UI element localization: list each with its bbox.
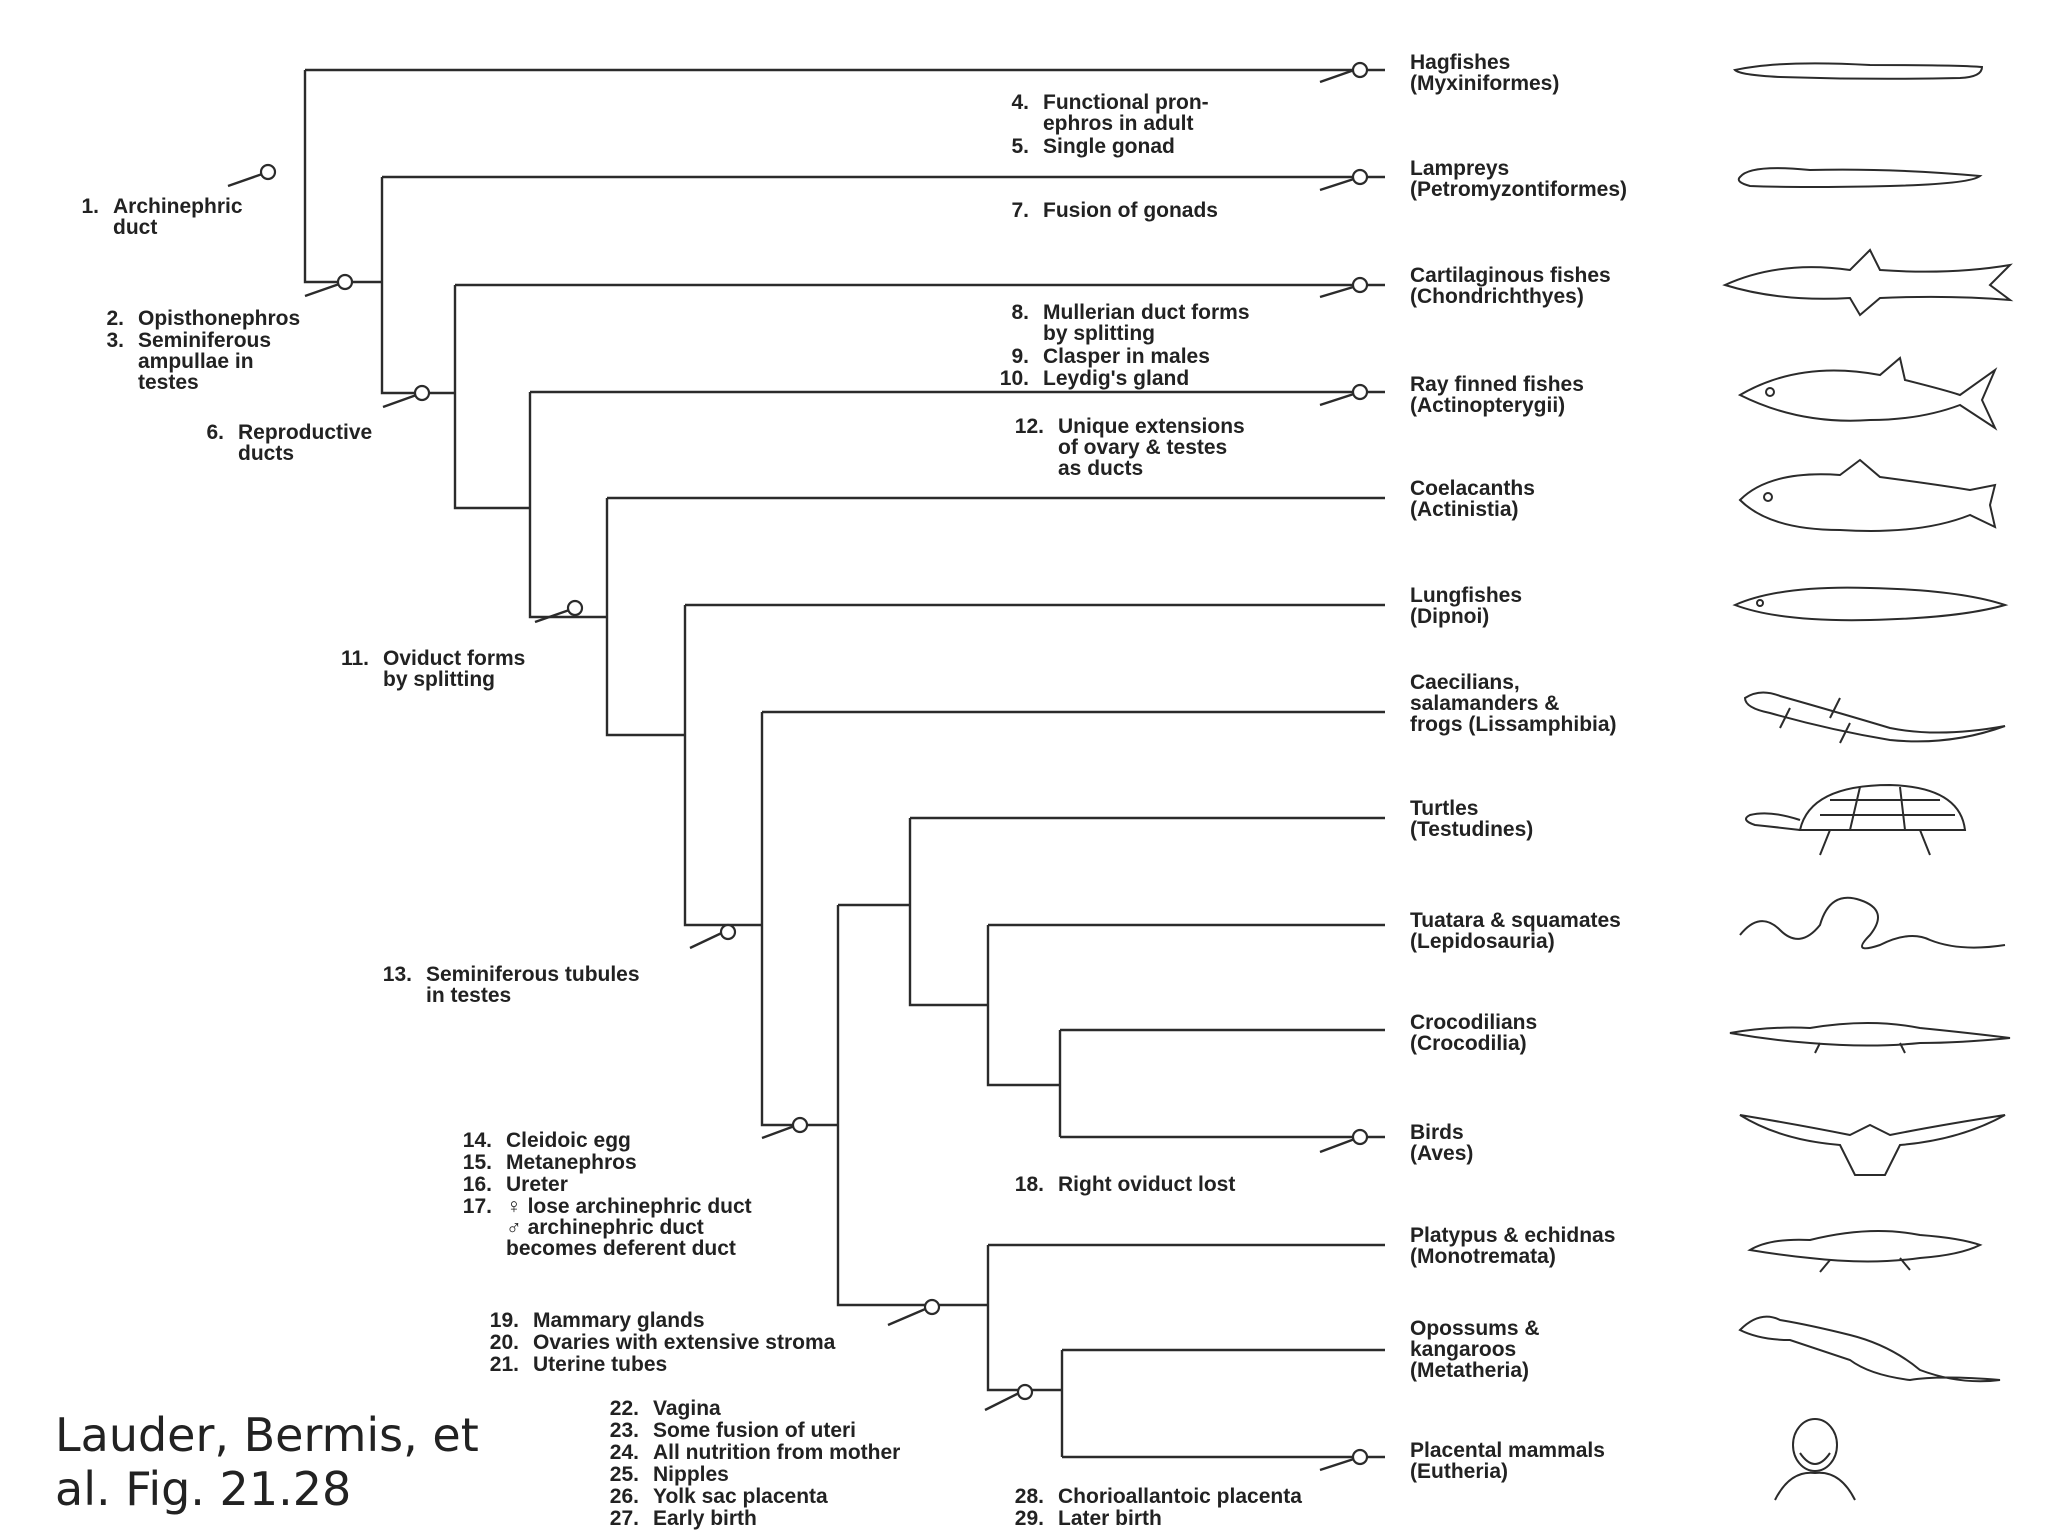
character-16: 16.Ureter <box>462 1173 568 1196</box>
character-18: 18.Right oviduct lost <box>1014 1173 1236 1196</box>
character-1: 1.Archinephric duct <box>81 195 243 239</box>
character-6: 6.Reproductive ducts <box>206 421 373 465</box>
character-2: 2.Opisthonephros <box>106 307 301 330</box>
shark-icon <box>1720 240 2020 330</box>
character-28: 28.Chorioallantoic placenta <box>1014 1485 1302 1508</box>
human-portrait-icon <box>1720 1415 2020 1505</box>
taxon-birds: Birds(Aves) <box>1410 1121 1474 1165</box>
character-14: 14.Cleidoic egg <box>462 1129 631 1152</box>
character-21: 21.Uterine tubes <box>489 1353 668 1376</box>
character-13: 13.Seminiferous tubules in testes <box>382 963 640 1007</box>
character-22: 22.Vagina <box>609 1397 721 1420</box>
crocodile-icon <box>1720 988 2020 1078</box>
character-12: 12.Unique extensions of ovary & testes a… <box>1014 415 1245 480</box>
taxon-turtles: Turtles(Testudines) <box>1410 797 1534 841</box>
character-15: 15.Metanephros <box>462 1151 637 1174</box>
salamander-icon <box>1720 668 2020 758</box>
character-17: 17.♀ lose archinephric duct ♂ archinephr… <box>462 1195 752 1260</box>
taxon-monotremata: Platypus & echidnas(Monotremata) <box>1410 1224 1616 1268</box>
character-19: 19.Mammary glands <box>489 1309 705 1332</box>
platypus-icon <box>1720 1200 2020 1290</box>
character-markers <box>227 61 1369 1472</box>
character-23: 23.Some fusion of uteri <box>609 1419 857 1442</box>
taxon-coelacanths: Coelacanths(Actinistia) <box>1410 477 1535 521</box>
taxon-lissamphibia: Caecilians, salamanders & frogs (Lissamp… <box>1410 671 1617 736</box>
character-9: 9.Clasper in males <box>1011 345 1210 368</box>
taxon-lungfishes: Lungfishes(Dipnoi) <box>1410 584 1523 628</box>
hagfish-icon <box>1720 25 2020 115</box>
kangaroo-icon <box>1720 1300 2020 1390</box>
character-24: 24.All nutrition from mother <box>609 1441 901 1464</box>
bird-icon <box>1720 1095 2020 1185</box>
character-7: 7.Fusion of gonads <box>1011 199 1218 222</box>
snake-icon <box>1720 880 2020 970</box>
taxon-hagfishes: Hagfishes(Myxiniformes) <box>1410 51 1560 95</box>
turtle-icon <box>1720 775 2020 865</box>
taxon-ray-finned-fishes: Ray finned fishes(Actinopterygii) <box>1410 373 1584 417</box>
character-11: 11.Oviduct forms by splitting <box>340 647 526 691</box>
character-20: 20.Ovaries with extensive stroma <box>489 1331 836 1354</box>
character-4: 4.Functional pron- ephros in adult <box>1011 91 1209 135</box>
character-8: 8.Mullerian duct forms by splitting <box>1011 301 1250 345</box>
character-10: 10.Leydig's gland <box>999 367 1190 390</box>
taxon-metatheria: Opossums & kangaroos(Metatheria) <box>1410 1317 1540 1382</box>
taxon-eutheria: Placental mammals(Eutheria) <box>1410 1439 1605 1483</box>
taxon-lepidosauria: Tuatara & squamates(Lepidosauria) <box>1410 909 1621 953</box>
taxon-cartilaginous-fishes: Cartilaginous fishes(Chondrichthyes) <box>1410 264 1611 308</box>
lungfish-icon <box>1720 560 2020 650</box>
taxon-crocodilians: Crocodilians(Crocodilia) <box>1410 1011 1538 1055</box>
character-25: 25.Nipples <box>609 1463 729 1486</box>
lamprey-icon <box>1720 132 2020 222</box>
character-26: 26.Yolk sac placenta <box>609 1485 828 1508</box>
character-5: 5.Single gonad <box>1011 135 1175 158</box>
ray-finned-fish-icon <box>1720 350 2020 440</box>
coelacanth-icon <box>1720 455 2020 545</box>
character-29: 29.Later birth <box>1014 1507 1162 1530</box>
character-27: 27.Early birth <box>609 1507 757 1530</box>
taxon-lampreys: Lampreys(Petromyzontiformes) <box>1410 157 1628 201</box>
character-3: 3.Seminiferous ampullae in testes <box>106 329 272 394</box>
